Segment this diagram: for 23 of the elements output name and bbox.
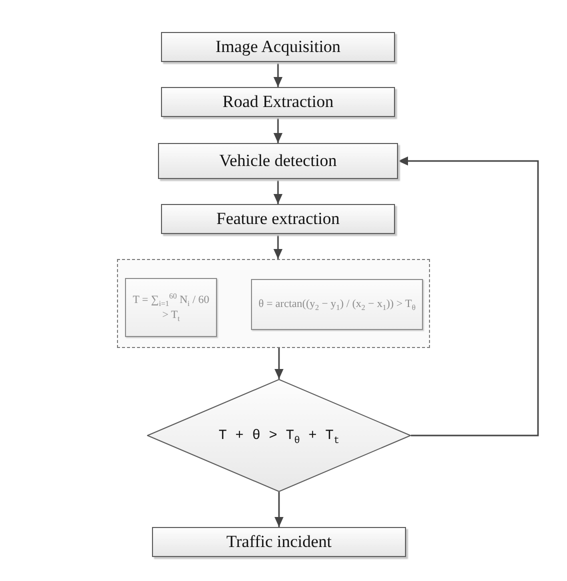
step-label: Road Extraction xyxy=(222,92,334,112)
formula-text: θ = arctan((y$_{2}$ − y$_{1}$) / (x$_{2}$ − x$_{1}$)) > T$_{θ}$ xyxy=(258,297,416,312)
arrow xyxy=(274,492,284,527)
dashed-group-box xyxy=(117,259,430,348)
step-label: Vehicle detection xyxy=(219,151,337,171)
arrow xyxy=(274,234,282,259)
arrow xyxy=(274,62,282,87)
formula-box xyxy=(125,278,217,337)
formula-text: T = ∑$_{i=1}$$^{60}$ N$_{i}$ / 60 > T$_{t}$ xyxy=(132,292,210,322)
process-box xyxy=(161,204,395,234)
process-box xyxy=(161,32,395,62)
feedback-arrow xyxy=(398,156,539,436)
process-box xyxy=(161,87,395,117)
arrow xyxy=(274,179,282,204)
step-label: Traffic incident xyxy=(226,532,332,552)
process-box xyxy=(158,143,398,179)
step-label: Feature extraction xyxy=(216,209,340,229)
step-label: Image Acquisition xyxy=(215,37,341,57)
condition-text: T + θ > T$_{θ}$ + T$_{t}$ xyxy=(218,428,340,444)
arrow xyxy=(274,117,282,143)
arrow xyxy=(274,348,284,379)
formula-box xyxy=(251,279,423,330)
process-box xyxy=(152,527,406,557)
